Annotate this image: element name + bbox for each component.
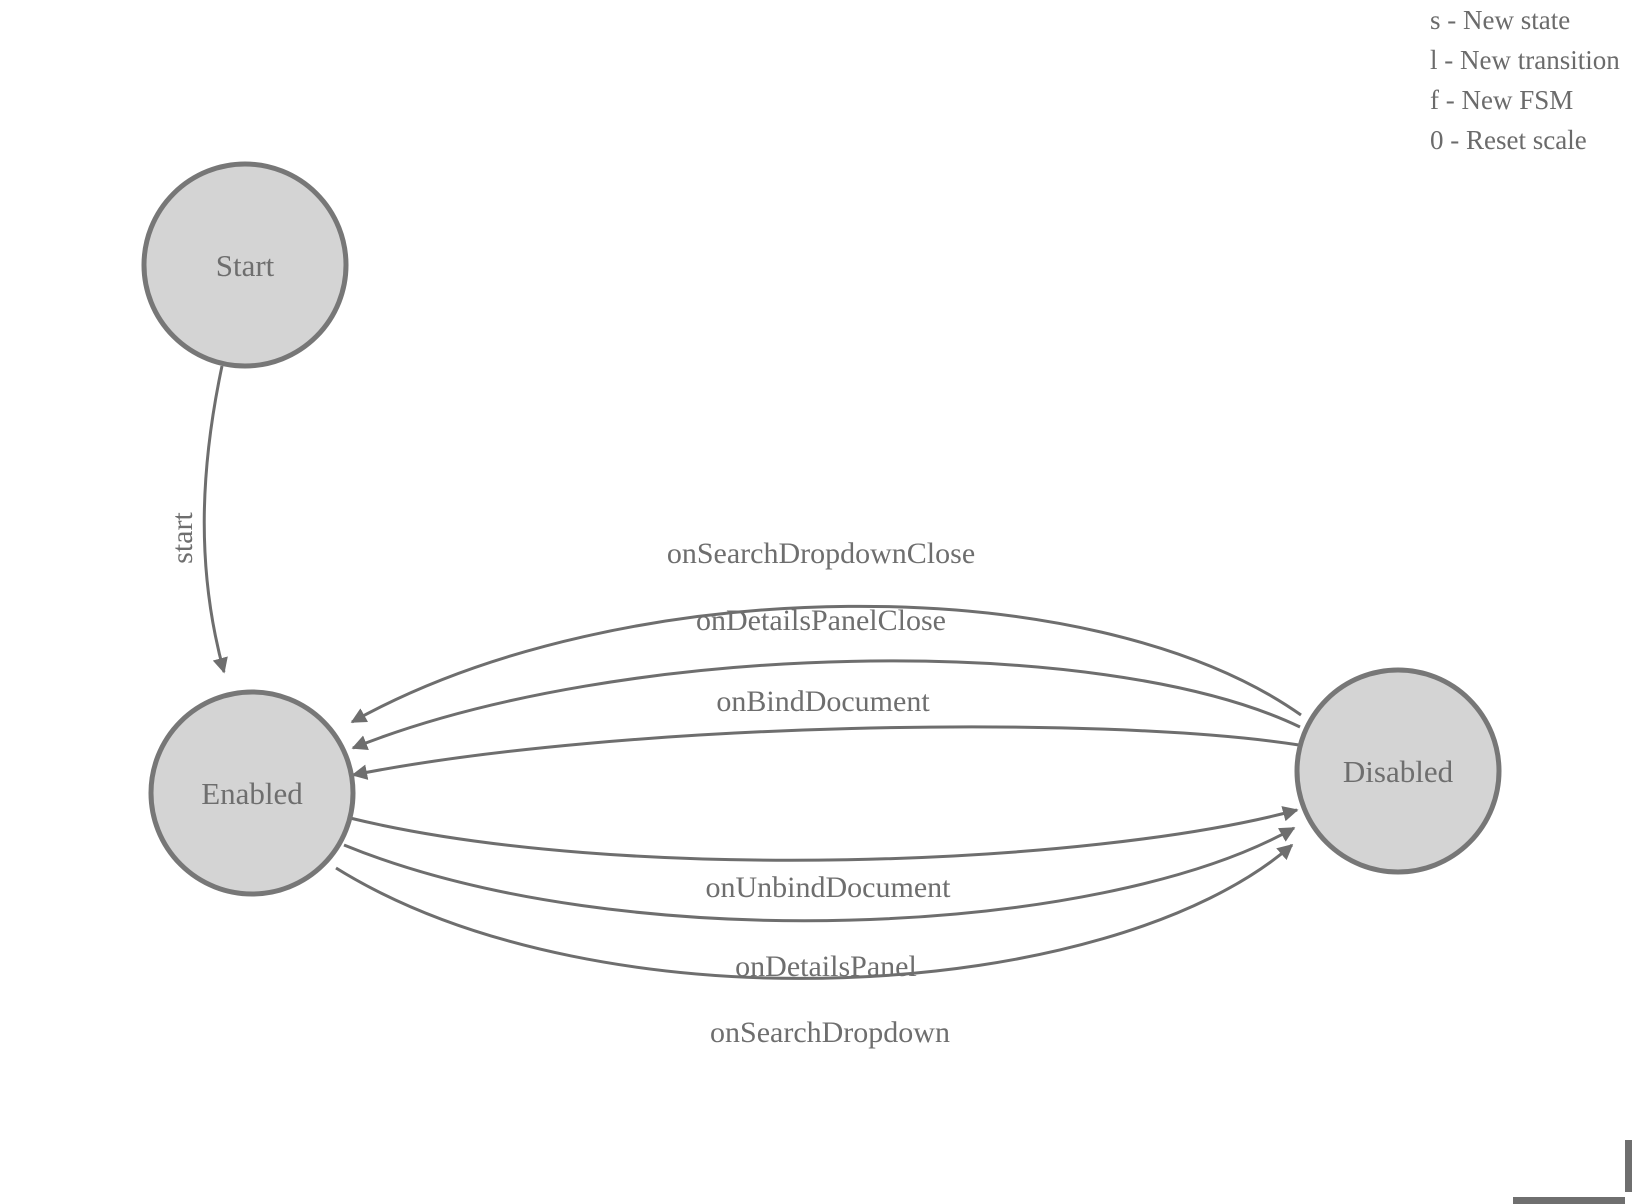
edge-enabled-to-disabled-detailspanel[interactable] [343, 826, 1296, 923]
state-node-enabled[interactable]: Enabled [148, 689, 356, 897]
state-node-enabled-label: Enabled [201, 776, 303, 811]
edge-label-on-search-dropdown-close: onSearchDropdownClose [667, 537, 975, 570]
state-node-disabled-circle[interactable] [1294, 667, 1502, 875]
edge-label-on-search-dropdown: onSearchDropdown [710, 1016, 950, 1049]
edge-label-on-details-panel-close: onDetailsPanelClose [696, 604, 946, 637]
state-node-start-circle[interactable] [141, 161, 349, 369]
edge-label-on-details-panel: onDetailsPanel [735, 950, 917, 983]
edge-labels-layer: start onSearchDropdownClose onDetailsPan… [166, 512, 975, 1049]
state-node-enabled-circle[interactable] [148, 689, 356, 897]
edge-label-on-bind-document: onBindDocument [716, 685, 930, 718]
edge-disabled-to-enabled-detailspanelclose[interactable] [351, 659, 1301, 751]
state-node-start[interactable]: Start [141, 161, 349, 369]
edges-layer [202, 365, 1302, 980]
edge-label-on-unbind-document: onUnbindDocument [706, 871, 952, 904]
state-node-disabled-label: Disabled [1343, 754, 1454, 789]
edge-start-to-enabled[interactable] [202, 365, 228, 674]
edge-label-start: start [166, 512, 199, 564]
edge-disabled-to-enabled-binddocument[interactable] [351, 725, 1300, 780]
edge-disabled-to-enabled-searchdropdownclose[interactable] [350, 604, 1302, 724]
nodes-layer: Start Enabled Disabled [141, 161, 1502, 897]
horizontal-scrollbar-thumb[interactable] [1513, 1197, 1625, 1204]
edge-enabled-to-disabled-searchdropdown[interactable] [335, 843, 1294, 980]
vertical-scrollbar-thumb[interactable] [1625, 1140, 1632, 1192]
edge-enabled-to-disabled-unbinddocument[interactable] [349, 806, 1299, 862]
state-node-start-label: Start [216, 248, 275, 283]
state-node-disabled[interactable]: Disabled [1294, 667, 1502, 875]
